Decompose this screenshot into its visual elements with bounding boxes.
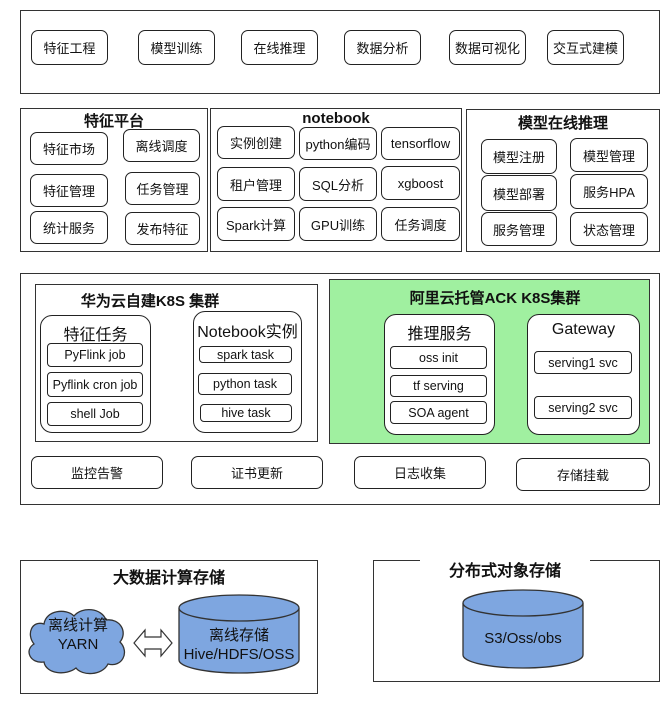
- mi-item: 服务HPA: [570, 174, 648, 209]
- notebook-instance-item: hive task: [200, 404, 292, 422]
- mi-item: 模型部署: [481, 175, 557, 211]
- notebook-instance-title: Notebook实例: [197, 324, 298, 341]
- notebook-instance-item: python task: [198, 373, 292, 395]
- feature-task-title: 特征任务: [63, 327, 128, 344]
- huawei-cluster-title: 华为云自建K8S 集群: [80, 293, 220, 310]
- cloud-icon: [28, 609, 125, 675]
- notebook-title: notebook: [302, 110, 370, 127]
- app-interactive-modeling: 交互式建模: [547, 30, 624, 65]
- inference-service-item: oss init: [390, 346, 487, 369]
- fp-item: 特征管理: [30, 174, 108, 207]
- infra-cert-renewal: 证书更新: [191, 456, 323, 489]
- offline-storage-name: 离线存储: [208, 627, 269, 644]
- double-arrow-icon: [133, 628, 173, 658]
- offline-compute-engine: YARN: [57, 636, 99, 653]
- gateway-item: serving1 svc: [534, 351, 632, 374]
- nb-item: GPU训练: [299, 207, 377, 241]
- infra-storage-mount: 存储挂载: [516, 458, 650, 491]
- inference-service-item: tf serving: [390, 375, 487, 397]
- mi-item: 服务管理: [481, 212, 557, 246]
- fp-item: 离线调度: [123, 129, 200, 162]
- nb-item: Spark计算: [217, 207, 295, 241]
- nb-item: 租户管理: [217, 167, 295, 201]
- infra-log-collection: 日志收集: [354, 456, 486, 489]
- nb-item: xgboost: [381, 166, 460, 200]
- app-data-visualization: 数据可视化: [449, 30, 526, 65]
- fp-item: 任务管理: [125, 172, 200, 205]
- fp-item: 发布特征: [125, 212, 200, 245]
- ali-cluster-title: 阿里云托管ACK K8S集群: [409, 290, 581, 307]
- app-online-inference: 在线推理: [241, 30, 318, 65]
- nb-item: 实例创建: [217, 126, 295, 159]
- inference-service-title: 推理服务: [407, 326, 472, 343]
- app-model-training: 模型训练: [138, 30, 215, 65]
- object-storage-title: 分布式对象存储: [420, 557, 590, 581]
- feature-task-item: PyFlink job: [47, 343, 143, 367]
- notebook-instance-item: spark task: [199, 346, 292, 363]
- offline-storage-label: 离线存储 Hive/HDFS/OSS: [172, 626, 306, 664]
- mi-item: 状态管理: [570, 212, 648, 246]
- offline-compute-name: 离线计算: [47, 617, 108, 634]
- offline-storage-cylinder: [178, 594, 300, 674]
- nb-item: tensorflow: [381, 127, 460, 160]
- bigdata-title: 大数据计算存储: [112, 570, 225, 587]
- mi-item: 模型管理: [570, 138, 648, 172]
- app-feature-engineering: 特征工程: [31, 30, 108, 65]
- nb-item: python编码: [299, 127, 377, 160]
- object-storage-cylinder: [462, 589, 584, 669]
- feature-task-item: Pyflink cron job: [47, 372, 143, 397]
- gateway-item: serving2 svc: [534, 396, 632, 419]
- infra-monitoring: 监控告警: [31, 456, 163, 489]
- feature-task-item: shell Job: [47, 402, 143, 426]
- inference-service-item: SOA agent: [390, 401, 487, 424]
- nb-item: 任务调度: [381, 207, 460, 241]
- object-storage-label: S3/Oss/obs: [484, 630, 562, 647]
- fp-item: 特征市场: [30, 132, 108, 165]
- app-data-analysis: 数据分析: [344, 30, 421, 65]
- mi-item: 模型注册: [481, 139, 557, 174]
- offline-compute-label: 离线计算 YARN: [24, 616, 132, 654]
- offline-storage-systems: Hive/HDFS/OSS: [183, 646, 295, 663]
- nb-item: SQL分析: [299, 167, 377, 201]
- fp-item: 统计服务: [30, 211, 108, 244]
- gateway-title: Gateway: [551, 321, 616, 338]
- model-inference-title: 模型在线推理: [517, 115, 608, 132]
- feature-platform-title: 特征平台: [83, 113, 144, 130]
